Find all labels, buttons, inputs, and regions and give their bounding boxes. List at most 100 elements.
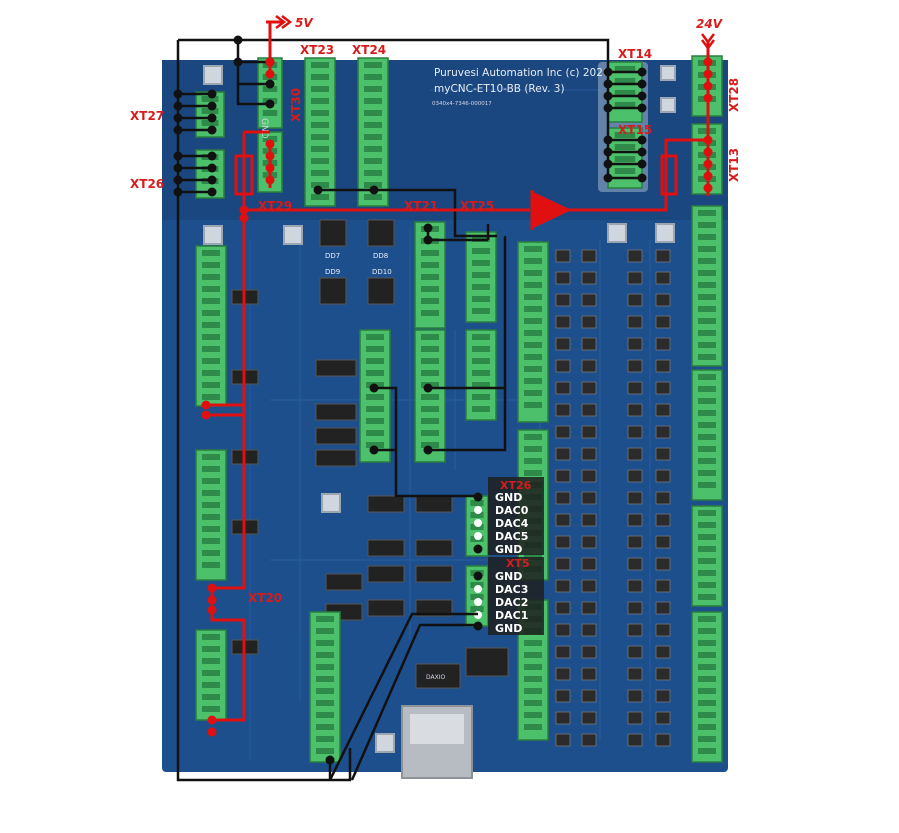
dac-block-xt26: XT26 GND DAC0 DAC4 DAC5 GND: [495, 479, 532, 556]
label-xt21: XT21: [404, 199, 438, 213]
terminal-screw: [311, 170, 329, 176]
terminal-screw: [316, 652, 334, 658]
label-xt29: XT29: [258, 199, 292, 213]
optocoupler: [555, 513, 571, 527]
terminal-screw: [698, 210, 716, 216]
terminal-screw: [472, 248, 490, 254]
optocoupler: [655, 513, 671, 527]
terminal-screw: [316, 640, 334, 646]
terminal-screw: [472, 370, 490, 376]
terminal-screw: [202, 694, 220, 700]
terminal-screw: [524, 458, 542, 464]
terminal-screw: [698, 234, 716, 240]
optocoupler: [555, 601, 571, 615]
optocoupler: [655, 447, 671, 461]
terminal-screw: [524, 470, 542, 476]
terminal-screw: [614, 156, 636, 162]
terminal-screw: [421, 346, 439, 352]
optocoupler: [627, 601, 643, 615]
label-xt23: XT23: [300, 43, 334, 57]
terminal-screw: [614, 144, 636, 150]
terminal-screw: [202, 322, 220, 328]
terminal-screw: [364, 62, 382, 68]
terminal-screw: [698, 306, 716, 312]
terminal-screw: [472, 394, 490, 400]
optocoupler: [655, 601, 671, 615]
terminal-screw: [698, 616, 716, 622]
terminal-screw: [421, 298, 439, 304]
terminal-screw: [698, 688, 716, 694]
optocoupler: [581, 469, 597, 483]
dac-block-title: XT5: [506, 557, 530, 570]
terminal-screw: [698, 510, 716, 516]
dac-pin-label: DAC4: [495, 517, 529, 530]
optocoupler: [555, 535, 571, 549]
terminal-screw: [316, 700, 334, 706]
terminal-screw: [311, 98, 329, 104]
optocoupler: [627, 447, 643, 461]
terminal-screw: [472, 406, 490, 412]
optocoupler: [627, 469, 643, 483]
terminal-screw: [698, 534, 716, 540]
terminal-screw: [524, 318, 542, 324]
ic-chips: [231, 219, 509, 689]
label-xt26: XT26: [130, 177, 164, 191]
optocoupler: [581, 557, 597, 571]
optocoupler: [655, 711, 671, 725]
terminal-screw: [472, 284, 490, 290]
terminal-screw: [472, 334, 490, 340]
terminal-screw: [262, 136, 278, 142]
terminal-screw: [698, 258, 716, 264]
terminal-screw: [364, 134, 382, 140]
opto-columns: [555, 249, 671, 747]
terminal-screw: [366, 430, 384, 436]
terminal-screw: [524, 402, 542, 408]
terminal-screw: [472, 272, 490, 278]
optocoupler: [627, 315, 643, 329]
optocoupler: [627, 711, 643, 725]
black-wire-nodes: [173, 35, 647, 765]
terminal-screw: [364, 194, 382, 200]
terminal-screw: [698, 700, 716, 706]
terminal-screw: [364, 146, 382, 152]
terminal-screw: [470, 582, 484, 588]
optocoupler: [655, 249, 671, 263]
terminal-screw: [202, 706, 220, 712]
optocoupler: [555, 315, 571, 329]
optocoupler: [627, 513, 643, 527]
terminal-screw: [698, 594, 716, 600]
terminal-screw: [472, 346, 490, 352]
terminal-screw: [698, 640, 716, 646]
optocoupler: [581, 315, 597, 329]
terminal-screw: [698, 652, 716, 658]
terminal-screw: [202, 346, 220, 352]
terminal-screw: [364, 182, 382, 188]
terminal-screw: [311, 158, 329, 164]
terminal-screw: [421, 274, 439, 280]
terminal-screw: [421, 250, 439, 256]
optocoupler: [655, 579, 671, 593]
terminal-screw: [311, 74, 329, 80]
label-24v: 24V: [696, 17, 724, 31]
terminal-screw: [614, 168, 636, 174]
power-arrows: [275, 15, 715, 51]
dac-panel: XT26 GND DAC0 DAC4 DAC5 GND XT5 GND DAC3…: [474, 477, 544, 635]
terminal-screw: [614, 78, 636, 84]
terminal-screw: [311, 122, 329, 128]
terminal-screw: [311, 146, 329, 152]
terminal-screw: [202, 538, 220, 544]
terminal-screw: [698, 712, 716, 718]
optocoupler: [581, 403, 597, 417]
label-xt27: XT27: [130, 109, 164, 123]
terminal-screw: [698, 724, 716, 730]
optocoupler: [655, 623, 671, 637]
terminal-screw: [698, 736, 716, 742]
terminal-screw: [364, 170, 382, 176]
board-silkscreen: Puruvesi Automation Inc (c) 2020 myCNC-E…: [259, 67, 610, 681]
terminal-screw: [202, 502, 220, 508]
terminal-screw: [316, 748, 334, 754]
terminal-screw: [311, 194, 329, 200]
diode-symbol: [530, 190, 572, 230]
optocoupler: [627, 491, 643, 505]
